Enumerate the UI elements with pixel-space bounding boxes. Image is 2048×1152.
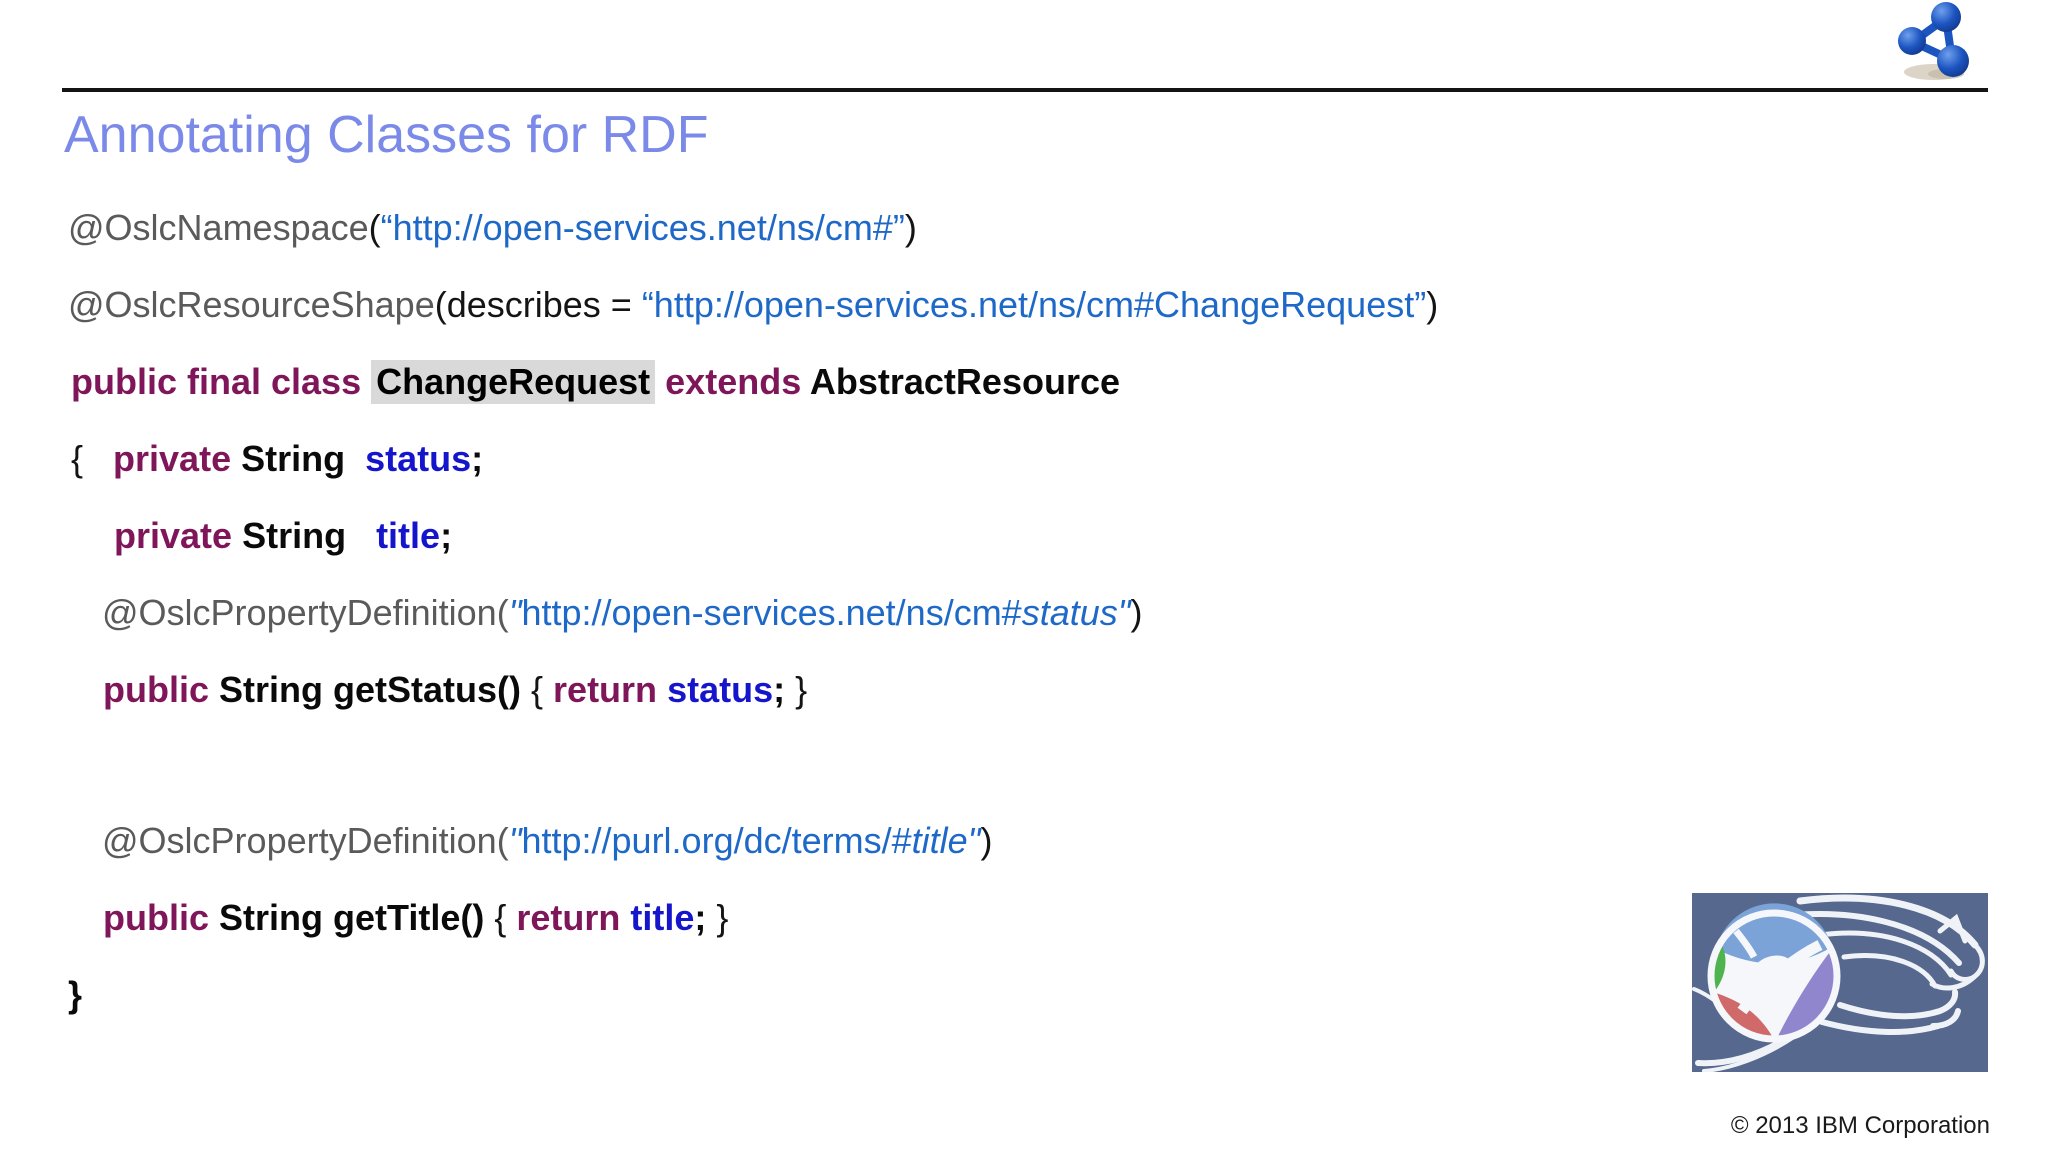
code-segment: title <box>376 514 441 556</box>
code-segment: ( <box>368 206 381 248</box>
header-divider <box>62 88 1988 92</box>
code-segment: { <box>484 896 517 938</box>
code-segment: { <box>521 668 554 710</box>
code-segment: “http://open-services.net/ns/cm#ChangeRe… <box>641 283 1427 325</box>
code-line: @OslcNamespace(“http://open-services.net… <box>68 189 1438 266</box>
code-segment: return <box>553 668 658 710</box>
code-segment: public <box>103 668 209 710</box>
code-segment: @OslcResourceShape <box>68 283 435 325</box>
code-line: @OslcPropertyDefinition("http://purl.org… <box>102 802 1438 879</box>
code-segment: @OslcPropertyDefinition <box>102 591 497 633</box>
code-segment: ) <box>904 206 917 248</box>
code-segment: } <box>68 973 83 1015</box>
code-segment: status" <box>1021 591 1131 633</box>
code-segment: ) <box>1426 283 1439 325</box>
code-segment: extends <box>665 360 802 402</box>
jazz-lion-logo <box>1692 893 1988 1073</box>
code-segment: ChangeRequest <box>371 359 656 404</box>
code-line: } <box>68 956 1438 1033</box>
code-segment: String <box>231 437 366 479</box>
code-segment: String <box>232 514 377 556</box>
jazz-lion-logo-svg <box>1692 893 1988 1073</box>
code-segment: ) <box>1130 591 1143 633</box>
code-line: @OslcResourceShape(describes = “http://o… <box>68 266 1438 343</box>
code-segment: private <box>114 514 233 556</box>
code-segment: " <box>508 819 522 861</box>
code-segment: String getTitle() <box>209 896 485 938</box>
code-line: public String getStatus() { return statu… <box>103 651 1438 728</box>
code-line: { private String status; <box>71 420 1438 497</box>
code-segment: ; <box>694 896 717 938</box>
code-segment: public final class <box>71 360 372 402</box>
code-segment: ; <box>471 437 484 479</box>
code-segment: ) <box>980 819 993 861</box>
code-segment: title" <box>911 819 981 861</box>
code-segment: status <box>667 668 774 710</box>
code-segment: @OslcPropertyDefinition <box>102 819 497 861</box>
code-line: public String getTitle() { return title;… <box>103 879 1438 956</box>
code-segment: (describes = <box>434 283 642 325</box>
code-segment <box>657 669 667 711</box>
code-line: private String title; <box>114 497 1438 574</box>
code-segment: “http://open-services.net/ns/cm#” <box>380 206 905 248</box>
code-segment: title <box>630 896 695 938</box>
code-segment: String getStatus() <box>209 668 521 710</box>
copyright-text: © 2013 IBM Corporation <box>1730 1112 1990 1139</box>
code-segment: public <box>103 896 209 938</box>
code-segment: status <box>365 437 472 479</box>
code-segment: @OslcNamespace <box>68 206 369 248</box>
molecule-logo-icon <box>1888 0 1990 86</box>
code-segment: ; <box>773 668 796 710</box>
molecule-logo-svg <box>1898 2 1969 80</box>
code-segment: http://open-services.net/ns/cm# <box>521 591 1022 633</box>
code-segment: { <box>71 437 114 479</box>
code-segment: } <box>795 668 808 710</box>
code-line: public final class ChangeRequest extends… <box>71 343 1438 420</box>
code-segment: http://purl.org/dc/terms/# <box>521 819 912 861</box>
code-segment <box>620 897 630 939</box>
code-segment: ( <box>496 819 509 861</box>
page-title: Annotating Classes for RDF <box>64 106 709 164</box>
code-segment: ; <box>440 514 453 556</box>
code-segment: " <box>508 591 522 633</box>
code-segment: private <box>113 437 232 479</box>
code-segment: return <box>516 896 621 938</box>
code-segment: AbstractResource <box>801 360 1120 402</box>
code-block: @OslcNamespace(“http://open-services.net… <box>68 189 1438 1033</box>
code-segment: ( <box>496 591 509 633</box>
code-line: @OslcPropertyDefinition("http://open-ser… <box>102 574 1438 651</box>
code-segment <box>655 361 665 403</box>
code-segment: } <box>716 896 729 938</box>
